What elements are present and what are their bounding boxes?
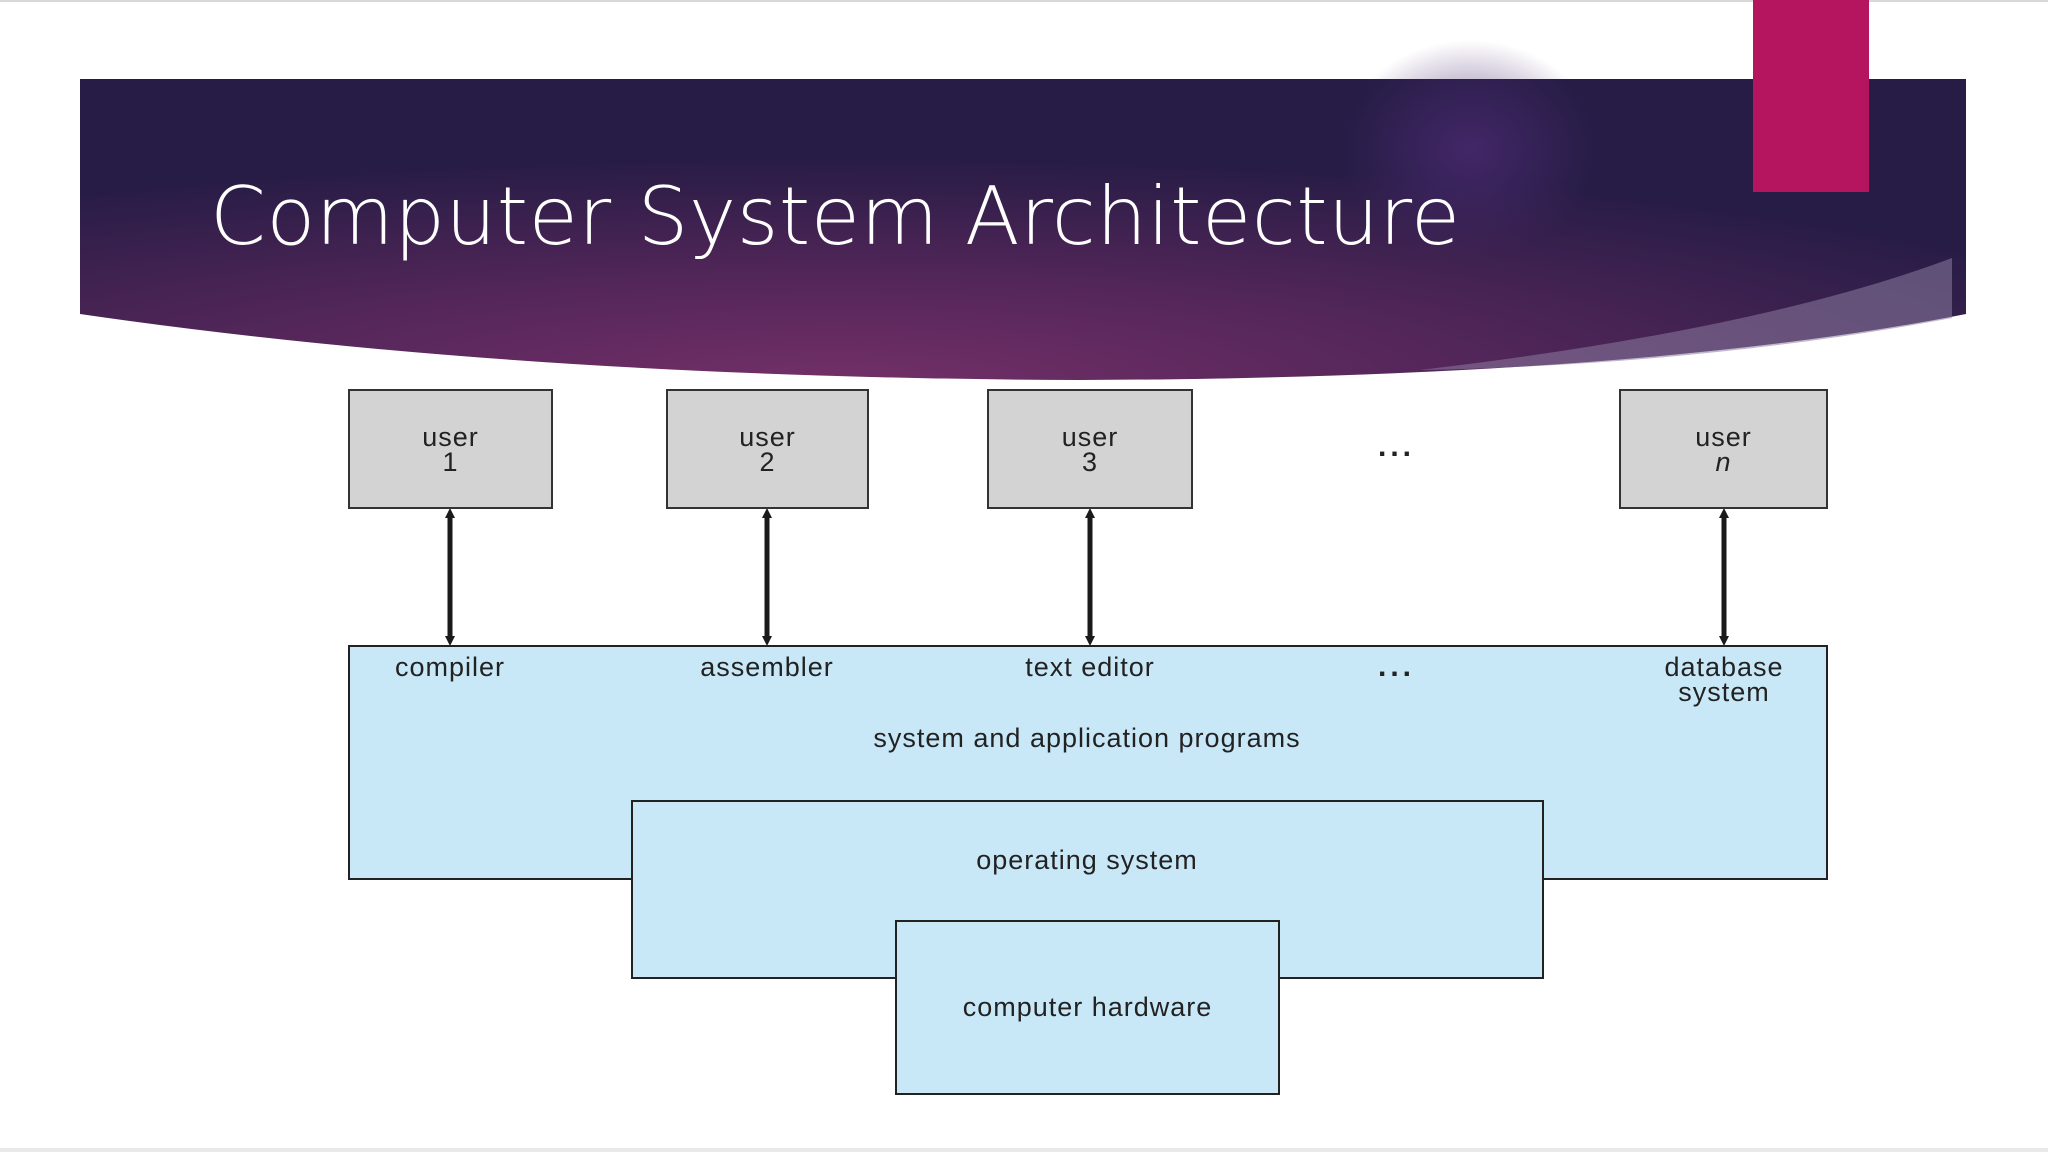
programs-layer-label: system and application programs <box>873 723 1301 753</box>
user-number: 3 <box>1081 447 1099 477</box>
title-banner <box>80 40 1966 380</box>
database-line2: system <box>1678 677 1770 707</box>
user-label: user <box>1061 422 1119 452</box>
program-label-assembler: assembler <box>700 652 834 682</box>
top-divider <box>0 0 2048 2</box>
user-label: user <box>1695 422 1752 452</box>
user-label: user <box>739 422 796 452</box>
program-label-compiler: compiler <box>394 652 506 682</box>
os-layer-label: operating system <box>976 845 1198 875</box>
user-number: 1 <box>442 447 459 477</box>
accent-tab <box>1753 0 1869 192</box>
program-label-database: database system <box>1620 652 1828 707</box>
slide-title: Computer System Architecture <box>210 170 1461 263</box>
user-label: user <box>422 422 479 452</box>
user-ellipsis: ... <box>1378 430 1416 463</box>
hardware-layer <box>895 920 1280 1095</box>
bottom-band <box>0 1148 2048 1152</box>
database-line1: database <box>1664 652 1784 682</box>
program-ellipsis: ... <box>1378 650 1416 683</box>
hardware-layer-label: computer hardware <box>962 992 1213 1022</box>
user-number: n <box>1715 447 1732 477</box>
user-number: 2 <box>759 447 776 477</box>
program-label-text-editor: text editor <box>1025 652 1155 682</box>
